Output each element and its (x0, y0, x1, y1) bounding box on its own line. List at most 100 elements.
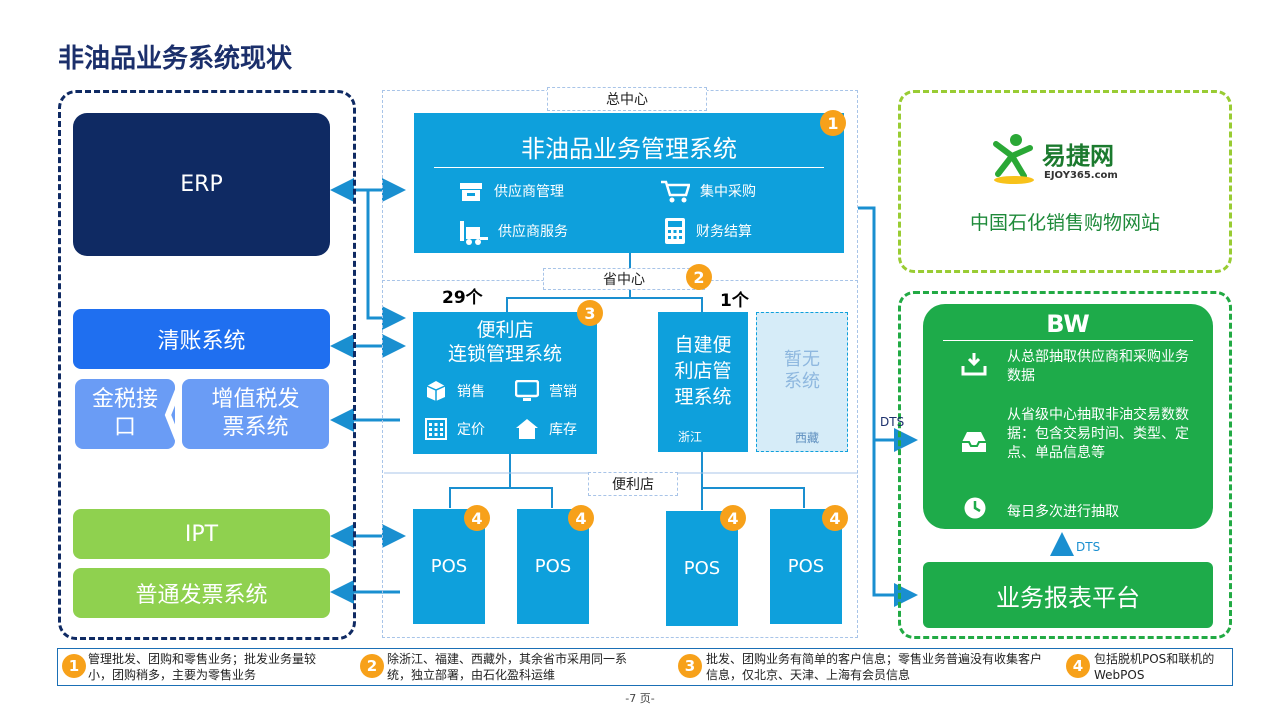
feature-label: 营销 (549, 384, 577, 400)
ipt-label: IPT (184, 521, 219, 547)
hq-label: 总中心 (547, 87, 707, 111)
self-system-title: 自建便利店管理系统 (674, 334, 732, 408)
note-badge-4: 4 (1066, 654, 1090, 678)
ejoy-logo-subtext: EJOY365.com (1044, 170, 1118, 181)
feature-supplier-mgmt: 供应商管理 (458, 179, 564, 203)
bw-title: BW (1046, 310, 1090, 338)
clock-icon (964, 497, 986, 519)
badge-3: 3 (577, 300, 603, 326)
chain-title-line1: 便利店 (476, 319, 534, 341)
badge-4: 4 (568, 505, 594, 531)
page-number: -7 页- (625, 692, 655, 705)
note-text-3: 批发、团购业务有简单的客户信息；零售业务普遍没有收集客户信息，仅北京、天津、上海… (706, 652, 1043, 682)
main-system-title: 非油品业务管理系统 (521, 135, 737, 163)
bw-item-1: 从总部抽取供应商和采购业务数据 (1007, 349, 1189, 384)
erp-box[interactable]: ERP (73, 113, 330, 256)
download-icon (961, 353, 987, 376)
self-count: 1个 (720, 291, 749, 311)
calendar-icon (425, 418, 447, 440)
note-text-4: 包括脱机POS和联机的WebPOS (1094, 652, 1215, 682)
ipt-box[interactable]: IPT (73, 509, 330, 559)
badge-4: 4 (464, 505, 490, 531)
erp-label: ERP (180, 172, 223, 197)
main-system-divider (434, 167, 824, 168)
feature-marketing: 营销 (515, 380, 577, 402)
calculator-icon (665, 218, 685, 244)
province-label: 省中心 (543, 268, 705, 290)
golden-tax-label: 金税接口 (91, 387, 158, 440)
note-badge-2: 2 (360, 654, 384, 678)
report-platform-label: 业务报表平台 (996, 583, 1140, 612)
self-system-region: 浙江 (678, 430, 703, 444)
feature-label: 集中采购 (700, 184, 756, 200)
pos-terminal-3[interactable]: POS (666, 511, 738, 626)
cart-icon (661, 180, 690, 203)
left-systems-container (58, 90, 356, 640)
chain-management-system[interactable]: 便利店 连锁管理系统 销售 营销 定价 库存 (413, 312, 597, 454)
ejoy-logo-text: 易捷网 (1042, 142, 1114, 170)
feature-label: 库存 (549, 422, 577, 438)
normal-invoice-label: 普通发票系统 (135, 583, 268, 608)
note-badge-3: 3 (678, 654, 702, 678)
monitor-icon (515, 380, 539, 401)
feature-label: 财务结算 (696, 224, 752, 240)
feature-pricing: 定价 (425, 418, 485, 440)
feature-label: 销售 (457, 384, 485, 400)
ejoy-person-icon (993, 134, 1034, 184)
clearing-system-label: 清账系统 (157, 329, 246, 354)
feature-label: 供应商服务 (498, 224, 568, 240)
badge-1: 1 (820, 110, 846, 136)
box-icon (426, 381, 446, 401)
house-icon (516, 419, 538, 439)
pos-label: POS (683, 558, 721, 579)
page-title: 非油品业务系统现状 (58, 44, 293, 74)
feature-sales: 销售 (425, 380, 485, 402)
badge-2: 2 (686, 264, 712, 290)
no-system-box: 暂无系统 西藏 (756, 312, 848, 452)
bw-divider (943, 340, 1193, 341)
basket-icon (460, 183, 482, 201)
badge-4: 4 (720, 505, 746, 531)
forklift-icon (460, 221, 488, 245)
badge-4: 4 (822, 505, 848, 531)
pos-label: POS (534, 556, 572, 577)
vat-invoice-system-box[interactable]: 增值税发票系统 (182, 379, 329, 449)
ejoy-caption: 中国石化销售购物网站 (969, 212, 1160, 234)
feature-label: 供应商管理 (494, 184, 564, 200)
bw-box[interactable]: BW 从总部抽取供应商和采购业务数据 从省级中心抽取非油交易数数据：包含交易时间… (923, 304, 1213, 529)
feature-inventory: 库存 (515, 418, 577, 440)
pos-label: POS (787, 556, 825, 577)
feature-label: 定价 (457, 422, 485, 438)
normal-invoice-system-box[interactable]: 普通发票系统 (73, 568, 330, 618)
note-text-1: 管理批发、团购和零售业务；批发业务量较小，团购稍多，主要为零售业务 (88, 652, 317, 682)
inbox-icon (962, 432, 986, 452)
dts-label-bottom: DTS (1076, 540, 1101, 554)
bw-container (898, 291, 1232, 639)
no-system-region: 西藏 (795, 431, 820, 445)
feature-financial-settlement: 财务结算 (664, 217, 752, 245)
pos-terminal-4[interactable]: POS (770, 509, 842, 624)
vat-invoice-label: 增值税发票系统 (211, 387, 300, 440)
no-system-title: 暂无系统 (784, 349, 820, 392)
pos-label: POS (430, 556, 468, 577)
ejoy-container (898, 90, 1232, 273)
note-badge-1: 1 (62, 654, 86, 678)
clearing-system-box[interactable]: 清账系统 (73, 309, 330, 369)
business-report-platform[interactable]: 业务报表平台 (923, 562, 1213, 628)
bw-item-3: 每日多次进行抽取 (1007, 504, 1119, 520)
note-text-2: 除浙江、福建、西藏外，其余省市采用同一系统，独立部署，由石化盈科运维 (387, 652, 628, 682)
feature-central-purchase: 集中采购 (660, 179, 756, 203)
feature-supplier-service: 供应商服务 (458, 217, 568, 245)
chain-system-title: 便利店 连锁管理系统 (413, 318, 597, 366)
self-built-store-system[interactable]: 自建便利店管理系统 浙江 (658, 312, 748, 452)
golden-tax-interface-box[interactable]: 金税接口 (75, 379, 175, 449)
dts-label-left: DTS (880, 415, 905, 429)
store-label: 便利店 (588, 472, 678, 496)
chain-count: 29个 (442, 288, 483, 308)
chain-title-line2: 连锁管理系统 (447, 343, 562, 365)
ejoy-logo: 易捷网 EJOY365.com (990, 130, 1150, 188)
nonoil-management-system[interactable]: 非油品业务管理系统 供应商管理 集中采购 供应商服务 财务结算 (414, 113, 844, 253)
notes-bar (57, 648, 1233, 686)
bw-item-2: 从省级中心抽取非油交易数数据：包含交易时间、类型、定点、单品信息等 (1007, 407, 1189, 461)
chevron-shape (164, 380, 185, 450)
